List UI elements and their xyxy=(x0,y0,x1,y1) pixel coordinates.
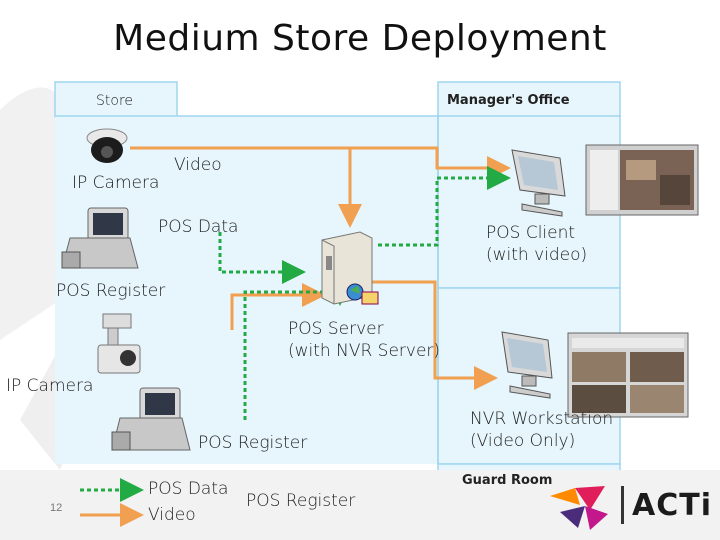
page-title: Medium Store Deployment xyxy=(113,18,607,59)
company-logo-text: ACTi xyxy=(632,488,712,523)
legend-video-label: Video xyxy=(148,505,196,525)
ip-camera-2-label: IP Camera xyxy=(6,376,94,396)
pos-data-label: POS Data xyxy=(158,217,239,237)
posdata-line-server-posclient xyxy=(378,166,511,247)
server-icon xyxy=(321,231,379,305)
nvr-screenshot-thumbnail xyxy=(567,332,689,418)
pos-register-2-label: POS Register xyxy=(198,433,308,453)
posdata-line-register1-server xyxy=(218,232,306,284)
pos-register-icon xyxy=(111,387,191,451)
pos-register-icon xyxy=(61,207,139,269)
pos-server-label-line1: POS Server xyxy=(288,319,384,339)
page-number: 12 xyxy=(50,502,63,514)
monitor-icon xyxy=(501,331,553,399)
pos-register-1-label: POS Register xyxy=(56,281,166,301)
logo-divider xyxy=(621,486,624,524)
video-line-server-nvr xyxy=(370,280,498,390)
managers-office-tab xyxy=(437,81,621,118)
ip-camera-box-icon xyxy=(97,313,141,374)
pos-client-label-line2: (with video) xyxy=(486,245,588,265)
legend-pos-data-label: POS Data xyxy=(148,479,229,499)
guard-room-tab-label: Guard Room xyxy=(462,473,553,488)
store-tab-label: Store xyxy=(96,93,134,109)
nvr-workstation-label-line2: (Video Only) xyxy=(470,431,576,451)
pos-client-screenshot-thumbnail xyxy=(585,144,699,216)
video-line-server-posclient xyxy=(350,146,511,180)
ip-camera-dome-icon xyxy=(86,128,128,163)
managers-office-tab-label: Manager's Office xyxy=(447,93,570,108)
nvr-workstation-label-line1: NVR Workstation xyxy=(470,409,614,429)
monitor-icon xyxy=(511,149,566,217)
video-label: Video xyxy=(174,155,222,175)
pos-register-3-label: POS Register xyxy=(246,491,356,511)
pos-server-label-line2: (with NVR Server) xyxy=(288,341,441,361)
acti-logo-icon xyxy=(550,486,608,530)
ip-camera-1-label: IP Camera xyxy=(72,173,160,193)
pos-client-label-line1: POS Client xyxy=(486,223,576,243)
video-line-camera2-server xyxy=(230,283,326,330)
